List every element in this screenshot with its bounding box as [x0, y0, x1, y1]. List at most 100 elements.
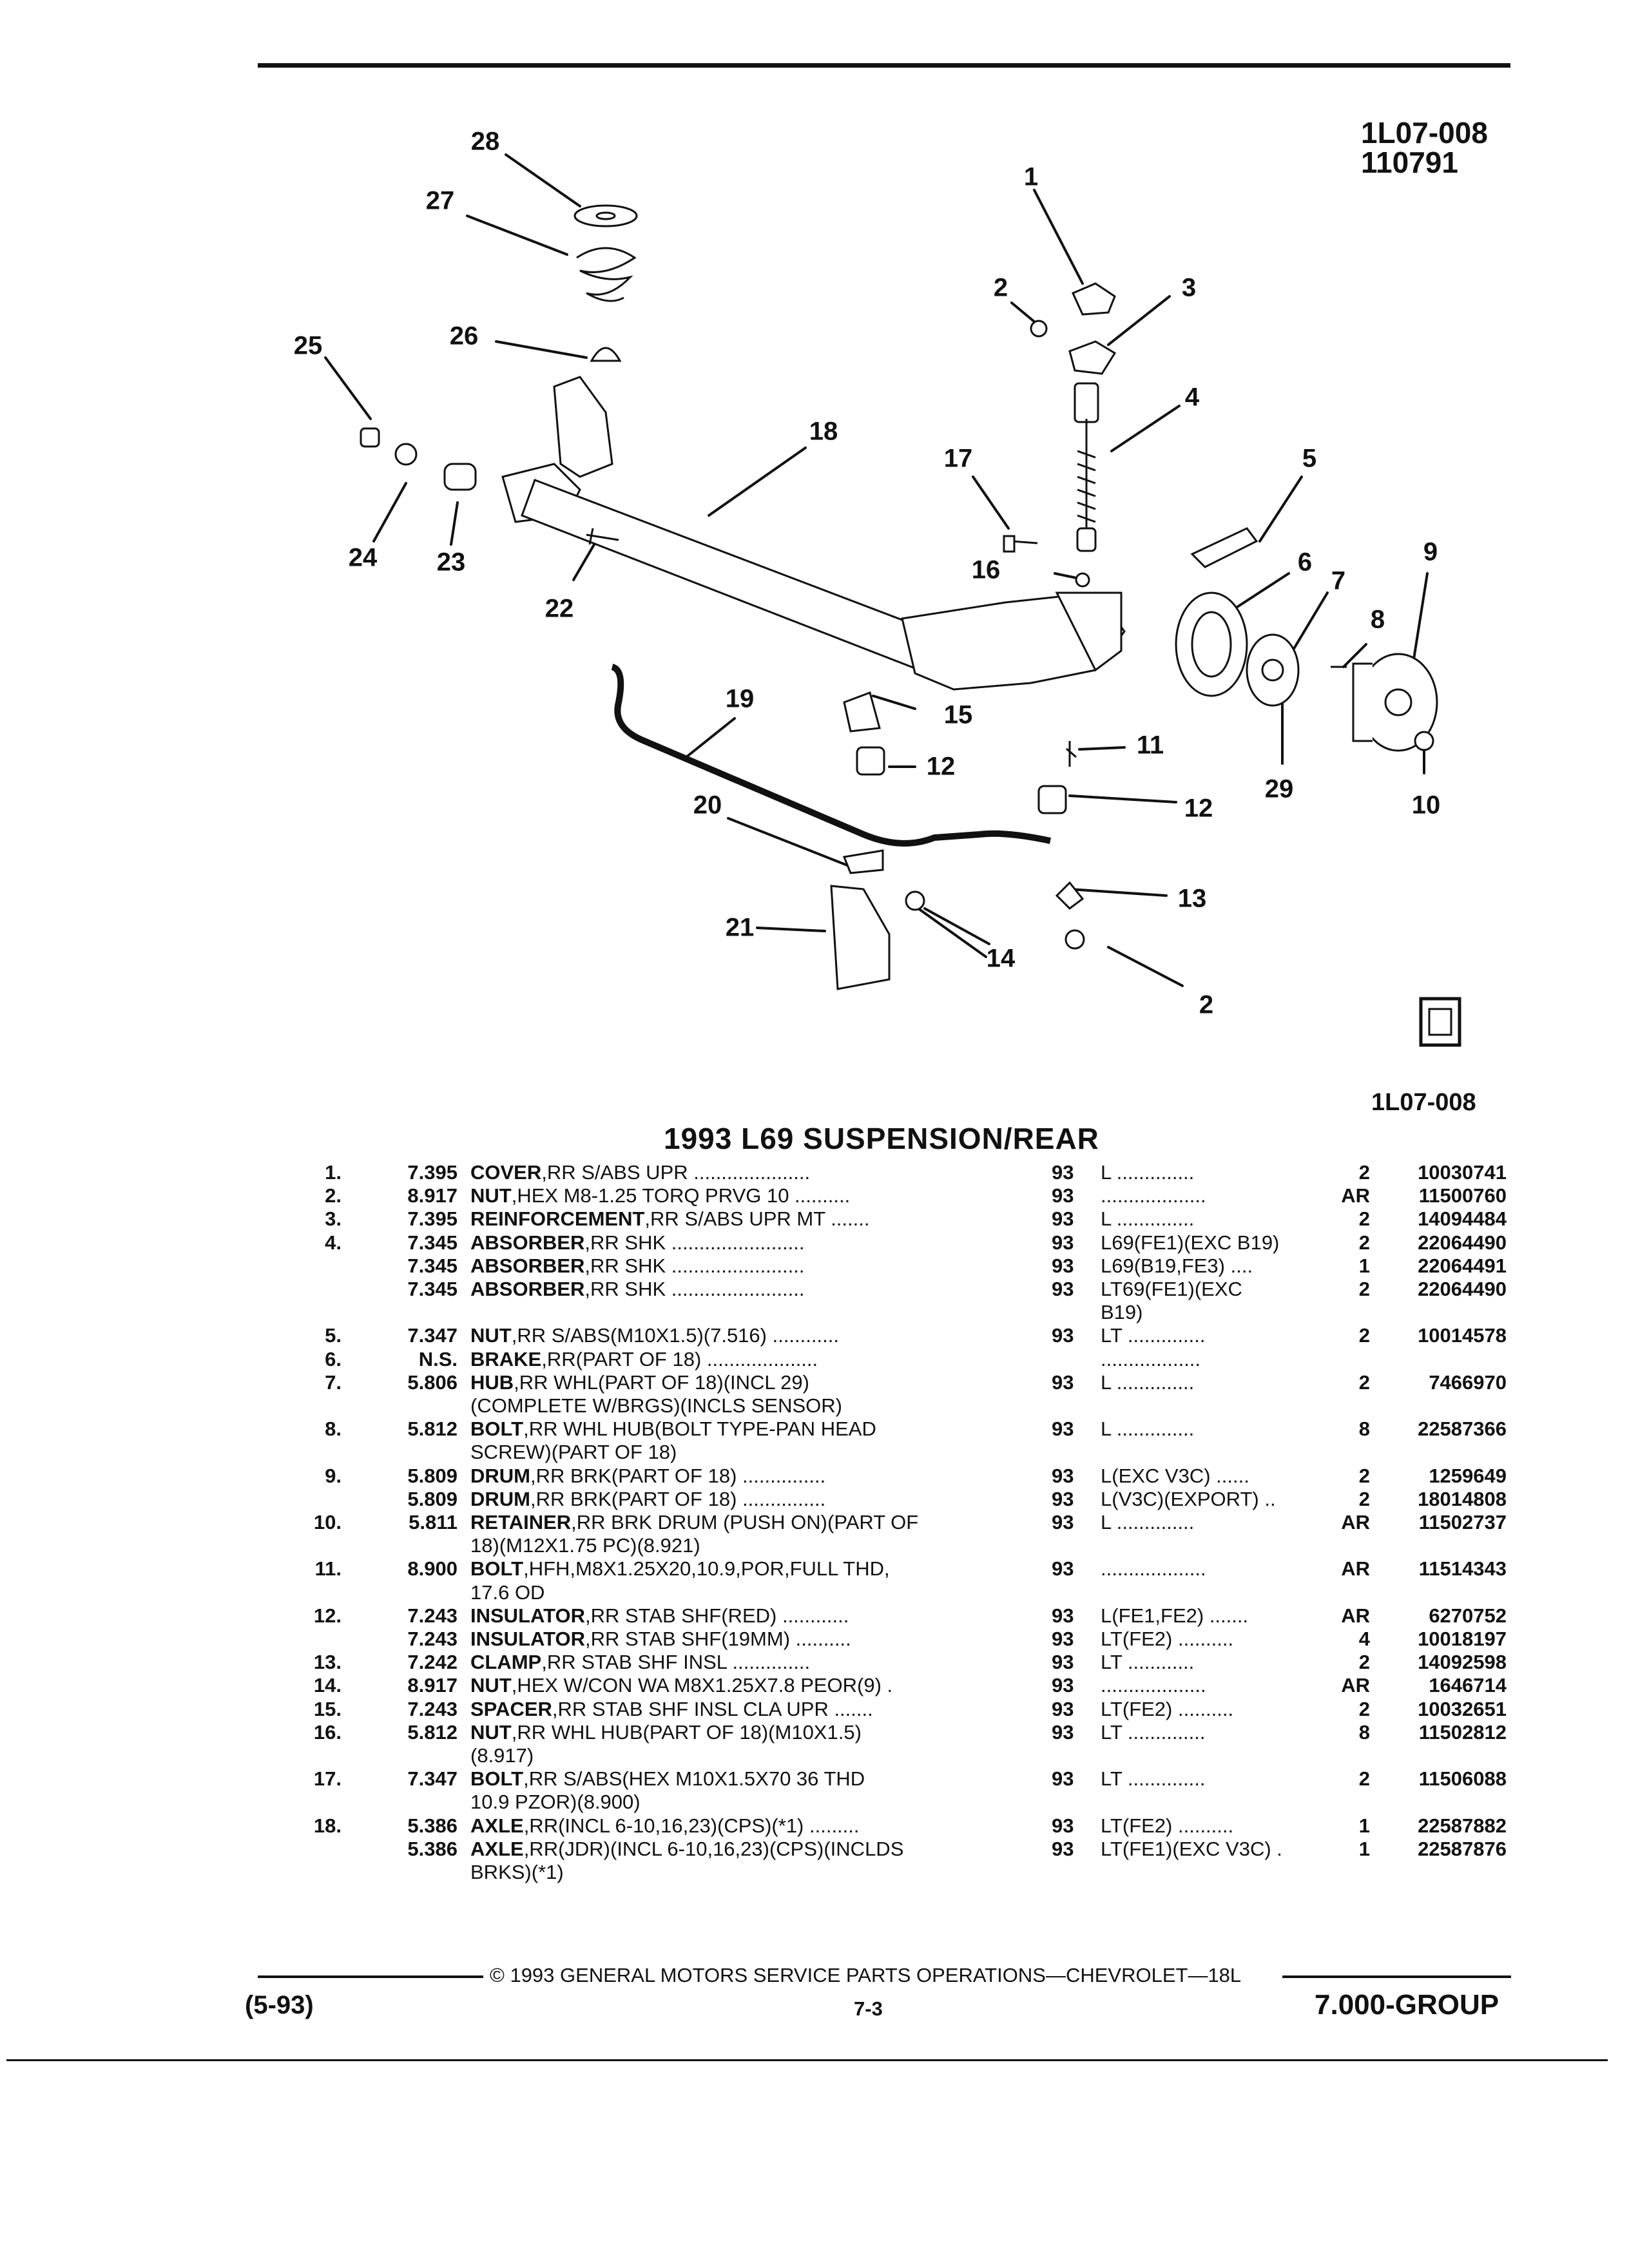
model-year: 93	[1052, 1814, 1074, 1837]
part-number: 14092598	[1418, 1651, 1507, 1674]
callout-28: 28	[470, 127, 500, 156]
model-code: LT ..............	[1101, 1720, 1206, 1744]
item-number: 12.	[313, 1604, 342, 1627]
part-detail: ,RR STAB SHF(RED) ............	[584, 1604, 849, 1627]
callout-18: 18	[809, 417, 838, 446]
part-detail: (8.917)	[470, 1744, 534, 1767]
top-rule	[258, 63, 1510, 68]
part-description: SCREW)(PART OF 18)	[470, 1441, 1005, 1464]
group-number: 8.900	[407, 1557, 458, 1581]
model-code: L69(B19,FE3) ....	[1101, 1254, 1253, 1277]
exploded-suspension-diagram	[324, 153, 1461, 1047]
model-year: 93	[1052, 1278, 1074, 1300]
item-number: 1.	[325, 1161, 342, 1184]
part-detail: ,RR S/ABS UPR .....................	[541, 1161, 811, 1184]
quantity: 2	[1358, 1697, 1370, 1720]
model-code: LT ..............	[1101, 1767, 1206, 1791]
parts-row: SCREW)(PART OF 18)	[0, 1441, 1629, 1464]
group-number: 8.917	[407, 1674, 458, 1697]
callout-20: 20	[693, 791, 722, 820]
quantity: AR	[1341, 1604, 1370, 1627]
model-code: L69(FE1)(EXC B19)	[1101, 1231, 1280, 1254]
part-detail: ,RR STAB SHF INSL CLA UPR .......	[552, 1697, 873, 1720]
item-number: 2.	[325, 1184, 342, 1207]
part-description: NUT,RR WHL HUB(PART OF 18)(M10X1.5)	[470, 1721, 1005, 1744]
quantity: AR	[1341, 1557, 1370, 1581]
part-number: 10018197	[1418, 1628, 1507, 1650]
model-code: ...................	[1101, 1557, 1206, 1581]
part-description: CLAMP,RR STAB SHF INSL ..............	[470, 1651, 1005, 1674]
model-code: LT ............	[1101, 1651, 1195, 1674]
part-detail: ,RR(PART OF 18) ....................	[541, 1347, 818, 1370]
model-code: LT ..............	[1101, 1324, 1206, 1347]
callout-16: 16	[971, 555, 1001, 584]
model-year: 93	[1052, 1767, 1074, 1791]
footer-date-code: (5-93)	[245, 1991, 314, 2019]
group-number: 7.347	[407, 1767, 458, 1791]
callout-17: 17	[943, 444, 973, 473]
part-detail: ,RR SHK ........................	[584, 1254, 805, 1277]
parts-row: (COMPLETE W/BRGS)(INCLS SENSOR)	[0, 1394, 1629, 1418]
illustration-date: 110791	[1361, 146, 1458, 179]
callout-6: 6	[1297, 548, 1313, 577]
callout-15: 15	[943, 700, 973, 729]
part-name: ABSORBER	[470, 1231, 585, 1254]
model-code: L ..............	[1101, 1511, 1195, 1533]
part-detail: ,HEX M8-1.25 TORQ PRVG 10 ..........	[511, 1184, 851, 1207]
model-year: 93	[1052, 1511, 1074, 1533]
item-number: 10.	[313, 1511, 342, 1533]
parts-row: 18)(M12X1.75 PC)(8.921)	[0, 1534, 1629, 1557]
model-code: L ..............	[1101, 1370, 1195, 1394]
part-number: 11500760	[1418, 1184, 1507, 1207]
parts-row: 10.9 PZOR)(8.900)	[0, 1791, 1629, 1814]
group-number: 7.345	[407, 1278, 458, 1300]
item-number: 17.	[313, 1767, 342, 1791]
callout-5: 5	[1302, 444, 1317, 473]
part-name: BOLT	[470, 1418, 524, 1441]
part-name: DRUM	[470, 1487, 530, 1510]
part-detail: ,RR S/ABS(M10X1.5)(7.516) ............	[511, 1324, 839, 1347]
illustration-code: 1L07-008	[1361, 116, 1488, 149]
bottom-rule	[6, 2059, 1608, 2061]
model-code: L(EXC V3C) ......	[1101, 1464, 1249, 1487]
part-detail: ,RR WHL HUB(BOLT TYPE-PAN HEAD	[523, 1418, 876, 1441]
part-number: 11502737	[1418, 1511, 1507, 1533]
part-description: BOLT,RR S/ABS(HEX M10X1.5X70 36 THD	[470, 1767, 1005, 1791]
part-detail: ,RR(JDR)(INCL 6-10,16,23)(CPS)(INCLDS	[523, 1837, 904, 1860]
part-description: BRKS)(*1)	[470, 1861, 1005, 1884]
item-number: 7.	[325, 1370, 342, 1394]
callout-13: 13	[1177, 884, 1207, 913]
part-name: BOLT	[470, 1767, 524, 1791]
part-description: INSULATOR,RR STAB SHF(19MM) ..........	[470, 1628, 1005, 1651]
footer-page-number: 7-3	[854, 1997, 883, 2020]
group-number: 7.347	[407, 1324, 458, 1347]
part-name: COVER	[470, 1161, 542, 1184]
group-number: 7.243	[407, 1628, 458, 1650]
part-detail: SCREW)(PART OF 18)	[470, 1441, 677, 1464]
part-description: DRUM,RR BRK(PART OF 18) ...............	[470, 1488, 1005, 1511]
part-name: BOLT	[470, 1557, 524, 1581]
part-detail: ,RR STAB SHF(19MM) ..........	[584, 1628, 851, 1650]
part-detail: (COMPLETE W/BRGS)(INCLS SENSOR)	[470, 1394, 842, 1417]
parts-row: 6.N.S...................BRAKE,RR(PART OF…	[0, 1348, 1629, 1371]
item-number: 4.	[325, 1231, 342, 1254]
part-number: 22587366	[1418, 1418, 1507, 1441]
callout-25: 25	[293, 331, 323, 360]
quantity: AR	[1341, 1511, 1370, 1533]
model-code: L ..............	[1101, 1207, 1195, 1231]
group-number: 7.395	[407, 1207, 458, 1231]
parts-row: 17.6 OD	[0, 1581, 1629, 1604]
item-number: 6.	[325, 1347, 342, 1370]
model-year: 93	[1052, 1254, 1074, 1277]
part-name: NUT	[470, 1720, 512, 1744]
part-description: NUT,HEX M8-1.25 TORQ PRVG 10 ..........	[470, 1184, 1005, 1207]
callout-26: 26	[449, 322, 479, 351]
